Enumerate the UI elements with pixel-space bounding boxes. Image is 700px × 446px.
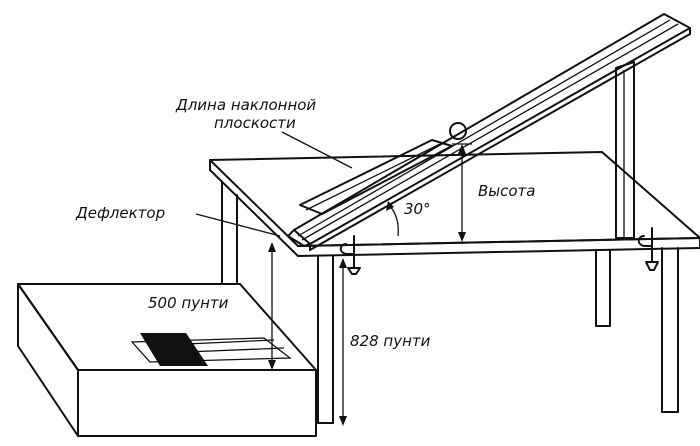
table-height-arrow — [339, 258, 347, 426]
clamp-right-icon — [637, 227, 659, 271]
clamp-left-icon — [339, 235, 361, 275]
inclined-plane — [287, 13, 691, 251]
angle-label: 30° — [404, 200, 431, 218]
deflector-label: Дефлектор — [75, 204, 165, 222]
ramp-surface — [293, 13, 691, 245]
ramp-brace — [299, 139, 453, 215]
target-strip — [140, 333, 208, 366]
incline-length-label-line2: плоскости — [214, 114, 296, 132]
box-distance-label: 500 пунти — [148, 294, 229, 312]
ball — [449, 122, 467, 140]
ramp-height-arrow — [452, 143, 472, 242]
table-leg-back-right — [595, 249, 611, 327]
table-leg-front-right — [661, 247, 679, 413]
incline-length-label-line1: Длина наклонной — [175, 96, 316, 114]
height-label: Высота — [478, 182, 536, 200]
incline-length-leader — [281, 131, 353, 169]
landing-box — [17, 283, 317, 437]
table-top — [209, 151, 700, 247]
table-leg-back-left — [221, 181, 238, 285]
table — [209, 151, 700, 424]
angle-arc — [386, 201, 399, 237]
support-post — [615, 61, 635, 239]
box-distance-arrow — [268, 242, 276, 370]
paper-sheet — [130, 337, 292, 363]
deflector-leader — [195, 213, 281, 237]
table-height-label: 828 пунти — [350, 332, 431, 350]
table-leg-front-left — [317, 255, 334, 424]
